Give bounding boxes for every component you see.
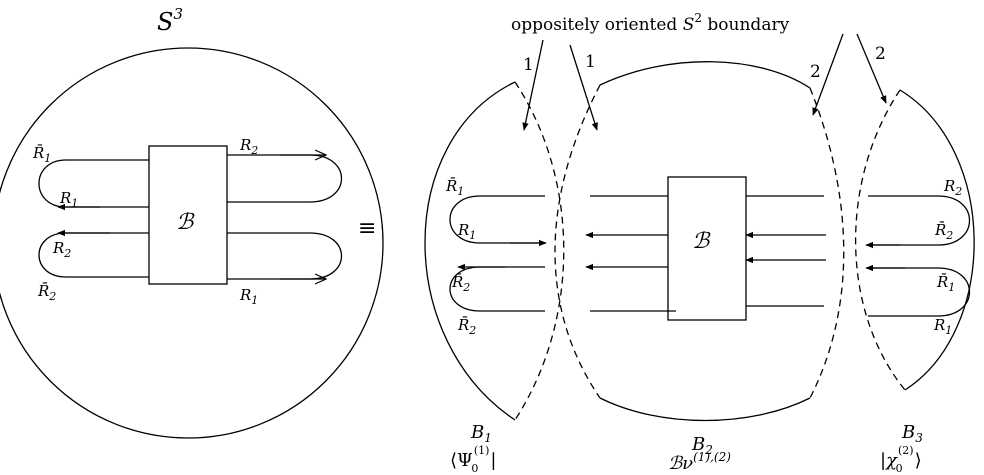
pointer-arrow-1a [522,39,544,131]
b1-label-rbar2-lower: R̄2 [457,316,476,337]
braid-box-right [667,176,747,321]
b3-lower-loop [868,267,971,317]
ball-b2-top-arc [599,61,811,89]
b3-upper-loop [868,195,971,246]
b3-label-r1: R1 [933,316,952,337]
b1-label-rbar2-upper: R̄2 [451,273,470,294]
label-r2-right: R2 [239,136,258,157]
braid-box-left [148,145,228,285]
right-panel: oppositely oriented S2 boundary 1 1 2 2 … [424,11,975,475]
right-lower-loop [227,232,343,280]
ball-b2-bottom-arc [599,397,811,422]
ball-b2-right-dashed [809,87,845,399]
ball-b1-solid-boundary [424,81,516,421]
pointer-arrow-1b [569,44,598,131]
b3-label-rbar2: R̄2 [934,221,953,242]
ball-b2-left-dashed [554,84,601,399]
boundary-number-2a: 2 [810,62,821,82]
boundary-number-1b: 1 [585,52,596,72]
b3-label-r2: R2 [943,177,962,198]
ball-b1-dashed-boundary [514,81,565,421]
ball-b2-state: ℬν(1),(2) [668,450,731,474]
boundary-number-1a: 1 [523,55,534,75]
ball-b3-name: B3 [901,422,923,445]
ball-b1-name: B1 [470,422,492,445]
ball-b1-state: ⟨Ψ(1)0| [450,444,497,475]
left-panel: S3 ℬ R̄1 R1 R2 R̄2 R2 R1 [0,5,384,439]
b1-upper-loop [449,195,545,244]
ball-b2-name: B2 [691,434,713,457]
ball-b3-dashed-boundary [855,89,906,391]
label-rbar1-left: R̄1 [32,144,51,165]
pointer-arrow-2a [812,33,844,116]
label-rbar2-left: R̄2 [37,282,56,303]
equivalence-symbol: ≡ [358,216,376,241]
b1-label-rbar1: R̄1 [445,177,464,198]
sphere-s3-label: S3 [157,5,183,36]
boundary-annotation: oppositely oriented S2 boundary [511,11,790,35]
right-upper-loop [227,154,343,203]
boundary-number-2b: 2 [875,44,886,64]
sphere-s3 [0,47,384,439]
pointer-arrow-2b [856,33,887,104]
label-r2-left: R2 [52,239,71,260]
ball-b3-solid-boundary [899,89,975,391]
label-r1-right: R1 [239,286,258,307]
b3-label-rbar1: R̄1 [936,273,955,294]
label-r1-left: R1 [59,189,78,210]
ball-b3-state: |χ(2)0⟩ [880,444,922,475]
braid-label-left: ℬ [176,210,195,235]
braid-label-right: ℬ [692,229,711,254]
b1-label-r1: R1 [457,221,476,242]
left-upper-loop [38,159,149,208]
